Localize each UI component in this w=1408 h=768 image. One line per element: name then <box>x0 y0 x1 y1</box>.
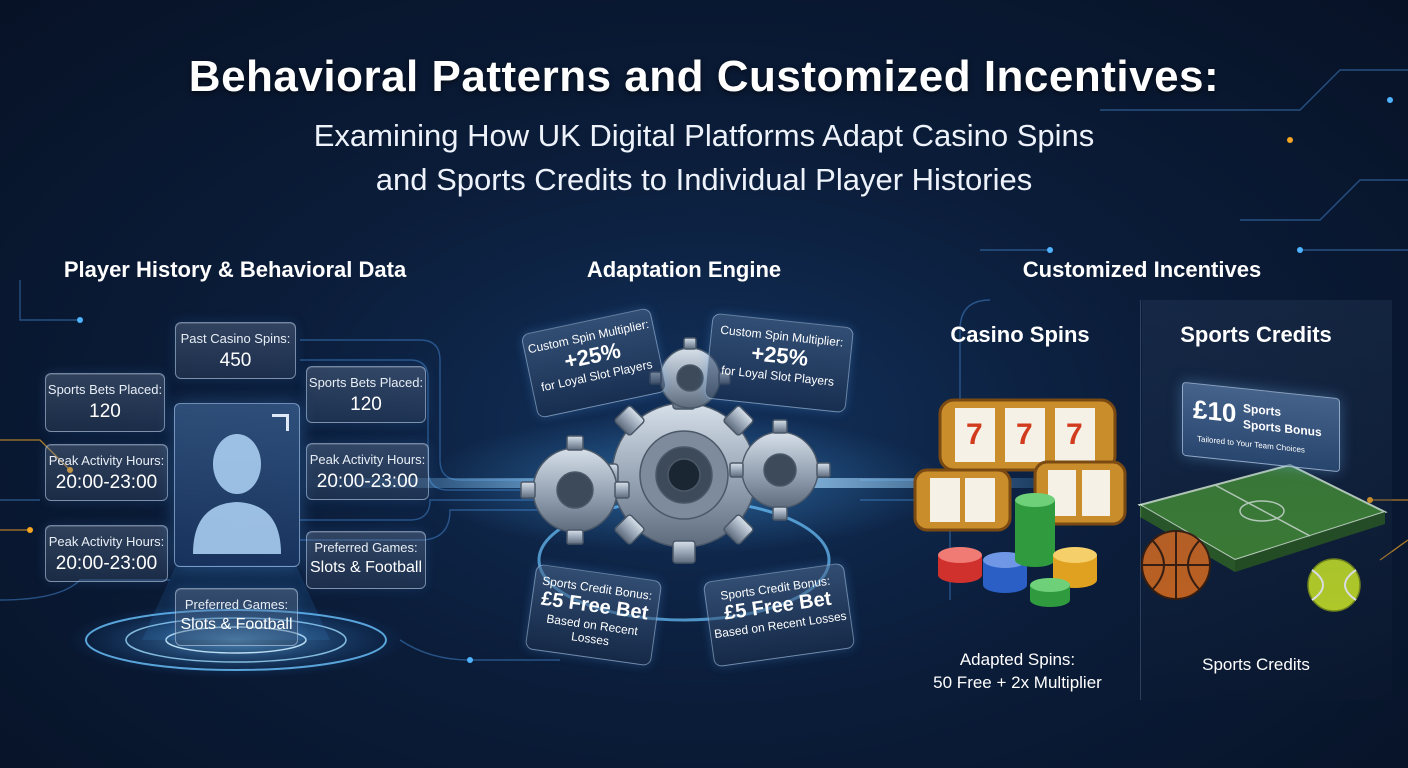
slot-machine-illustration <box>913 398 1127 532</box>
sports-credit-banner-left: Sports Credit Bonus: £5 Free Bet Based o… <box>524 563 663 667</box>
sports-bets-label: Sports Bets Placed: <box>47 382 163 397</box>
section-heading-player-history: Player History & Behavioral Data <box>63 257 407 282</box>
peak-activity-label: Peak Activity Hours: <box>309 452 426 467</box>
sports-bonus-line-3: Tailored to Your Team Choices <box>1197 434 1305 455</box>
casino-caption-line-2: 50 Free + 2x Multiplier <box>933 673 1102 692</box>
preferred-games-label: Preferred Games: <box>184 597 289 612</box>
spin-multiplier-banner-right: Custom Spin Multiplier: +25% for Loyal S… <box>703 312 855 414</box>
peak-activity-card-right: Peak Activity Hours: 20:00-23:00 <box>306 443 429 500</box>
preferred-games-label: Preferred Games: <box>314 540 418 555</box>
peak-activity-label: Peak Activity Hours: <box>48 453 165 468</box>
page-title: Behavioral Patterns and Customized Incen… <box>188 52 1220 101</box>
past-casino-spins-label: Past Casino Spins: <box>180 331 291 346</box>
peak-activity-label: Peak Activity Hours: <box>48 534 165 549</box>
section-heading-customized-incentives: Customized Incentives <box>1022 257 1262 282</box>
sports-bets-card-left: Sports Bets Placed: 120 <box>45 373 165 432</box>
casino-spins-heading: Casino Spins <box>950 322 1090 347</box>
slot-reel-digit: 7 <box>966 418 983 451</box>
sports-bets-card-right: Sports Bets Placed: 120 <box>306 366 426 423</box>
section-heading-adaptation-engine: Adaptation Engine <box>586 257 782 282</box>
frame-corner-icon <box>272 414 289 431</box>
preferred-games-value: Slots & Football <box>180 616 293 633</box>
sports-bonus-line-1: Sports <box>1243 401 1282 420</box>
player-avatar-card <box>174 403 300 567</box>
sports-bets-value: 120 <box>350 394 382 415</box>
slot-reel-digit: 7 <box>1066 418 1083 451</box>
user-silhouette-icon <box>193 434 281 554</box>
page-subtitle-line-1: Examining How UK Digital Platforms Adapt… <box>313 118 1095 153</box>
sports-bonus-amount: £10 <box>1193 393 1237 429</box>
casino-chips-illustration <box>938 493 1097 607</box>
tennis-ball-illustration <box>1307 558 1361 612</box>
preferred-games-card-bottom: Preferred Games: Slots & Football <box>175 588 298 646</box>
panel-divider <box>1140 300 1141 700</box>
preferred-games-card-right: Preferred Games: Slots & Football <box>306 531 426 589</box>
page-subtitle-line-2: and Sports Credits to Individual Player … <box>375 162 1033 197</box>
peak-activity-value: 20:00-23:00 <box>316 471 419 492</box>
peak-activity-card-left-2: Peak Activity Hours: 20:00-23:00 <box>45 525 168 582</box>
sports-bets-label: Sports Bets Placed: <box>308 375 424 390</box>
sports-bets-value: 120 <box>89 401 121 422</box>
peak-activity-value: 20:00-23:00 <box>55 553 158 574</box>
sports-bonus-line-2: Sports Bonus <box>1243 417 1322 440</box>
peak-activity-card-left-1: Peak Activity Hours: 20:00-23:00 <box>45 444 168 501</box>
sports-credits-heading: Sports Credits <box>1180 322 1332 347</box>
slot-reel-digit: 7 <box>1016 418 1033 451</box>
past-casino-spins-card: Past Casino Spins: 450 <box>175 322 296 379</box>
preferred-games-value: Slots & Football <box>309 559 423 576</box>
sports-credits-caption: Sports Credits <box>1202 655 1310 674</box>
peak-activity-value: 20:00-23:00 <box>55 472 158 493</box>
past-casino-spins-value: 450 <box>219 350 252 371</box>
casino-caption-line-1: Adapted Spins: <box>959 650 1076 669</box>
sports-credits-panel <box>1142 300 1392 700</box>
basketball-illustration <box>1141 530 1211 600</box>
